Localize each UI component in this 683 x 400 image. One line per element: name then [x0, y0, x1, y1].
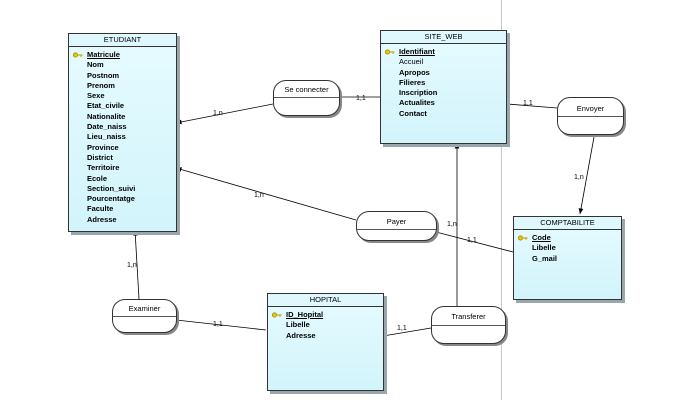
attribute: Adresse [87, 214, 117, 224]
attribute: Section_suivi [87, 183, 136, 193]
attribute: Actualites [399, 98, 435, 108]
entity-hopital[interactable]: HOPITAL ID_Hopital Libelle Adresse [267, 293, 384, 391]
attribute-label: Matricule [87, 50, 120, 59]
entity-title: ETUDIANT [69, 34, 176, 47]
attribute: Contact [399, 108, 427, 118]
association-label: Se connecter [284, 85, 329, 94]
key-icon [385, 49, 395, 55]
attribute: Postnom [87, 70, 120, 80]
association-label: Transferer [451, 312, 486, 321]
attribute: Territoire [87, 163, 120, 173]
association-envoyer[interactable]: Envoyer [557, 97, 624, 135]
association-payer[interactable]: Payer [356, 211, 437, 241]
attribute-primary-key: Code [518, 233, 621, 243]
cardinality-label: 1,1 [397, 325, 407, 332]
attribute: Accueil [399, 57, 424, 67]
cardinality-label: 1,1 [213, 321, 223, 328]
attribute: Apropos [399, 67, 430, 77]
cardinality-label: 1,n [213, 110, 223, 117]
attribute: Libelle [532, 243, 556, 253]
association-transferer[interactable]: Transferer [431, 306, 506, 344]
attribute: Lieu_naiss [87, 132, 126, 142]
attribute: Nom [87, 60, 104, 70]
association-label: Payer [386, 217, 407, 226]
association-label: Examiner [128, 304, 161, 313]
attribute: Prenom [87, 80, 115, 90]
cardinality-label: 1,n [127, 262, 137, 269]
cardinality-label: 1,n [254, 192, 264, 199]
attribute: Nationalite [87, 111, 126, 121]
attribute: Pourcentatge [87, 194, 135, 204]
attribute-primary-key: ID_Hopital [272, 310, 383, 320]
attribute: District [87, 152, 113, 162]
entity-title: HOPITAL [268, 294, 383, 307]
connector-examiner-etudiant [132, 229, 140, 300]
attribute: Filieres [399, 77, 426, 87]
connector-site-web-envoyer [506, 103, 558, 109]
key-icon [73, 52, 83, 58]
connector-payer-etudiant [175, 167, 357, 221]
attribute: Etat_civile [87, 101, 125, 111]
entity-etudiant[interactable]: ETUDIANT Matricule Nom Postnom Prenom Se… [68, 33, 177, 232]
connector-transferer-hopital [382, 327, 432, 337]
attribute: Sexe [87, 91, 105, 101]
key-icon [518, 235, 528, 241]
entity-title: SITE_WEB [381, 31, 506, 44]
attribute-primary-key: Matricule [73, 50, 176, 60]
attribute: Inscription [399, 88, 438, 98]
attribute: Libelle [286, 320, 310, 330]
association-se-connecter[interactable]: Se connecter [273, 80, 340, 116]
entity-title: COMPTABILITE [514, 217, 621, 230]
attribute: Adresse [286, 330, 316, 340]
cardinality-label: 1,1 [523, 100, 533, 107]
entity-site-web[interactable]: SITE_WEB Identifiant Accueil Apropos Fil… [380, 30, 507, 144]
attribute: Ecole [87, 173, 108, 183]
attribute: Date_naiss [87, 122, 127, 132]
attribute: Faculte [87, 204, 114, 214]
association-examiner[interactable]: Examiner [112, 299, 177, 333]
page-divider-line [501, 0, 502, 400]
connector-examiner-hopital [175, 319, 267, 331]
key-icon [272, 312, 282, 318]
attribute: Province [87, 142, 119, 152]
attribute: G_mail [532, 253, 558, 263]
attribute-label: ID_Hopital [286, 310, 324, 319]
attribute-primary-key: Identifiant [385, 47, 506, 57]
attribute-label: Code [532, 233, 551, 242]
entity-comptabilite[interactable]: COMPTABILITE Code Libelle G_mail [513, 216, 622, 300]
connector-payer-comptabilite [435, 231, 514, 253]
connector-envoyer-comptabilite [578, 136, 595, 215]
attribute-label: Identifiant [399, 47, 435, 56]
association-label: Envoyer [576, 104, 605, 113]
cardinality-label: 1,1 [356, 95, 366, 102]
cardinality-label: 1,n [574, 174, 584, 181]
cardinality-label: 1,1 [467, 237, 477, 244]
cardinality-label: 1,n [447, 221, 457, 228]
connector-se-connecter-etudiant [175, 103, 274, 125]
